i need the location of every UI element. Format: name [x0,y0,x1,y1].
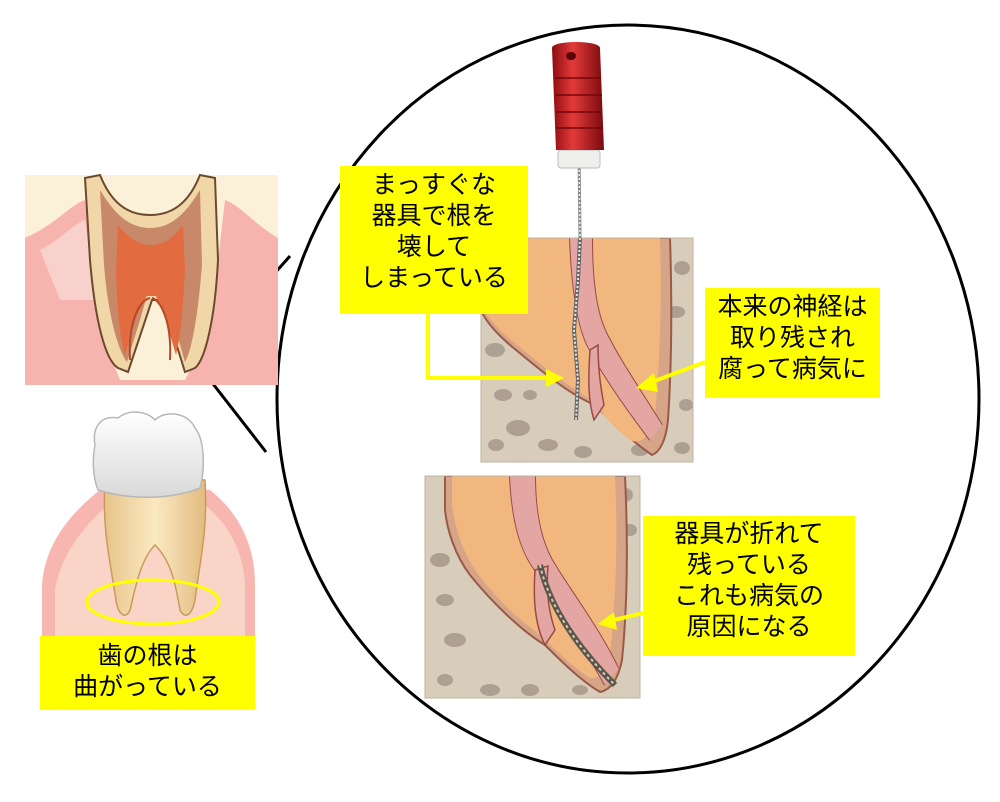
arrow-broken-instrument [598,611,644,630]
molar-illustration [42,411,255,640]
endodontic-file-icon [552,42,604,239]
root-highlight-ellipse [85,578,221,626]
label-broken-instrument: 器具が折れて 残っている これも病気の 原因になる [643,516,855,656]
tooth-cross-section [25,173,278,385]
label-nerve-left: 本来の神経は 取り残され 腐って病気に [705,288,880,398]
label-curved-roots: 歯の根は 曲がっている [40,636,255,710]
arrow-instrument-damage [426,314,564,387]
magnified-panel-lower [425,476,640,698]
label-instrument-damage: まっすぐな 器具で根を 壊して しまっている [340,166,528,314]
arrow-nerve-left [636,360,706,392]
